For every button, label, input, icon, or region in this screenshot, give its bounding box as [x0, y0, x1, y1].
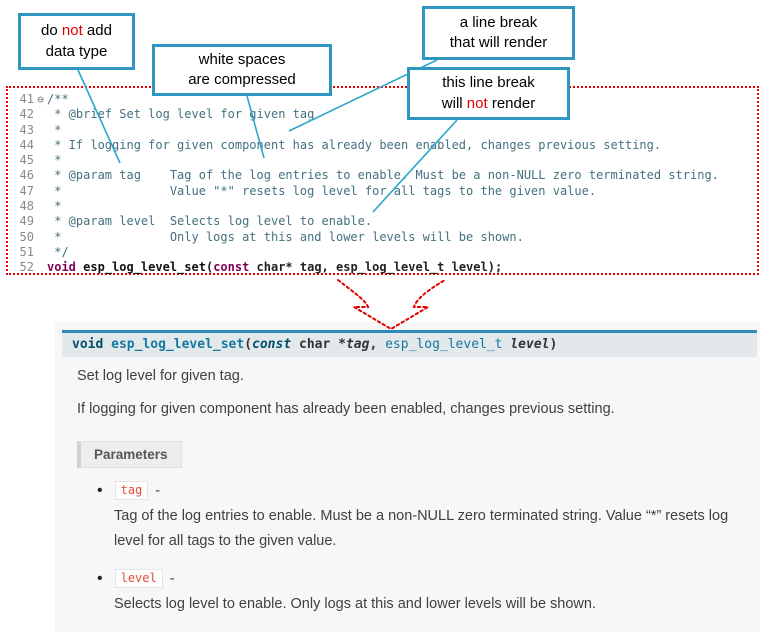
callout-line: that will render	[449, 34, 548, 51]
code-line: 46 * @param tag Tag of the log entries t…	[12, 168, 757, 183]
sig-punct: (	[244, 337, 253, 352]
param-item-tag: tag -	[97, 481, 160, 500]
callout-text: add	[82, 22, 112, 40]
code-line: 42 * @brief Set log level for given tag	[12, 107, 757, 122]
code-line: 45 *	[12, 153, 757, 168]
callout-text: will	[441, 94, 467, 112]
code-text: *	[47, 153, 62, 168]
code-line: 44 * If logging for given component has …	[12, 138, 757, 153]
line-number: 51	[19, 244, 34, 259]
line-number: 48	[19, 199, 34, 214]
code-text: void esp_log_level_set(const char* tag, …	[47, 260, 502, 275]
line-number: 45	[19, 153, 34, 168]
sig-char-ptr: char *	[291, 337, 346, 352]
fold-collapse-icon[interactable]: ⊖	[37, 93, 44, 106]
code-line: 43 *	[12, 123, 757, 138]
code-keyword: const	[213, 260, 250, 275]
callout-text: do	[41, 22, 62, 40]
code-punct: (	[205, 260, 214, 275]
code-text: *	[47, 199, 62, 214]
sig-arg-level: level	[510, 337, 550, 352]
bullet-icon	[97, 482, 115, 500]
function-signature: void esp_log_level_set(const char *tag, …	[62, 330, 757, 357]
line-number: 52	[19, 260, 34, 275]
code-line: 51 */	[12, 245, 757, 260]
code-keyword: void	[47, 260, 84, 275]
callout-no-datatype: do not add data type	[18, 13, 135, 70]
code-text: * @param tag Tag of the log entries to e…	[47, 168, 719, 183]
doc-description-text: If logging for given component has alrea…	[77, 401, 615, 417]
code-line: 49 * @param level Selects log level to e…	[12, 214, 757, 229]
parameters-label: Parameters	[77, 441, 182, 468]
line-number: 42	[19, 107, 34, 122]
fold-gutter	[34, 184, 47, 199]
code-line: 41⊖/**	[12, 92, 757, 107]
rendered-docs-panel: void esp_log_level_set(const char *tag, …	[55, 322, 760, 632]
code-text: * @brief Set log level for given tag	[47, 107, 315, 122]
line-number: 41	[19, 92, 34, 106]
param-dash: -	[169, 570, 175, 587]
line-number: 47	[19, 183, 34, 198]
code-line: 48 *	[12, 199, 757, 214]
line-number: 44	[19, 137, 34, 152]
callout-line: this line break	[442, 74, 535, 92]
line-number: 50	[19, 229, 34, 244]
code-text: * @param level Selects log level to enab…	[47, 214, 373, 229]
callout-line: a line break	[459, 13, 538, 31]
fold-gutter	[34, 123, 47, 138]
callout-line: will not render	[442, 94, 535, 114]
code-text: /**	[47, 92, 69, 106]
param-name-chip: level	[114, 569, 163, 588]
sig-function-name: esp_log_level_set	[111, 337, 245, 352]
param-dash: -	[155, 482, 161, 499]
code-text: */	[47, 244, 69, 259]
fold-gutter	[34, 168, 47, 183]
code-line: 50 * Only logs at this and lower levels …	[12, 230, 757, 245]
fold-gutter	[34, 199, 47, 214]
sig-type-esp-log-level-t: esp_log_level_t	[385, 337, 511, 352]
callout-line: do not add	[41, 21, 112, 41]
sig-punct: ,	[369, 337, 386, 352]
code-editor: 41⊖/** 42 * @brief Set log level for giv…	[6, 86, 759, 275]
callout-whitespace-compressed: white spaces are compressed	[152, 44, 332, 96]
callout-line: data type	[45, 42, 108, 60]
fold-gutter	[34, 153, 47, 168]
fold-gutter	[34, 107, 47, 122]
param-name-chip: tag	[114, 481, 149, 500]
callout-line-break-renders: a line break that will render	[422, 6, 575, 60]
code-text: * Value "*" resets log level for all tag…	[47, 183, 597, 198]
code-text: *	[47, 122, 62, 137]
code-text: * If logging for given component has alr…	[47, 137, 662, 152]
code-line: 47 * Value "*" resets log level for all …	[12, 184, 757, 199]
param-description-level: Selects log level to enable. Only logs a…	[114, 596, 596, 612]
line-number: 49	[19, 214, 34, 229]
callout-line-break-no-render: this line break will not render	[407, 67, 570, 120]
fold-gutter	[34, 260, 47, 275]
sig-punct: )	[549, 337, 558, 352]
code-function-name: esp_log_level_set	[83, 260, 206, 275]
doc-brief-text: Set log level for given tag.	[77, 368, 244, 384]
fold-gutter	[34, 214, 47, 229]
callout-text-red: not	[466, 94, 488, 112]
param-item-level: level -	[97, 569, 175, 588]
sig-arg-tag: tag	[345, 337, 370, 352]
callout-text-red: not	[61, 22, 83, 40]
param-description-tag: Tag of the log entries to enable. Must b…	[114, 508, 729, 550]
code-text: * Only logs at this and lower levels wil…	[47, 229, 524, 244]
bullet-icon	[97, 570, 115, 588]
code-args: char* tag, esp_log_level_t level);	[249, 260, 503, 275]
callout-text: render	[487, 94, 536, 112]
sig-const-keyword: const	[252, 337, 292, 352]
line-number: 43	[19, 122, 34, 137]
sig-return-type: void	[72, 337, 112, 352]
fold-gutter	[34, 245, 47, 260]
fold-gutter	[34, 138, 47, 153]
fold-gutter	[34, 230, 47, 245]
callout-line: are compressed	[188, 71, 296, 88]
line-number: 46	[19, 168, 34, 183]
callout-line: white spaces	[198, 50, 286, 68]
code-line-function-declaration: 52 void esp_log_level_set(const char* tag…	[12, 260, 757, 275]
